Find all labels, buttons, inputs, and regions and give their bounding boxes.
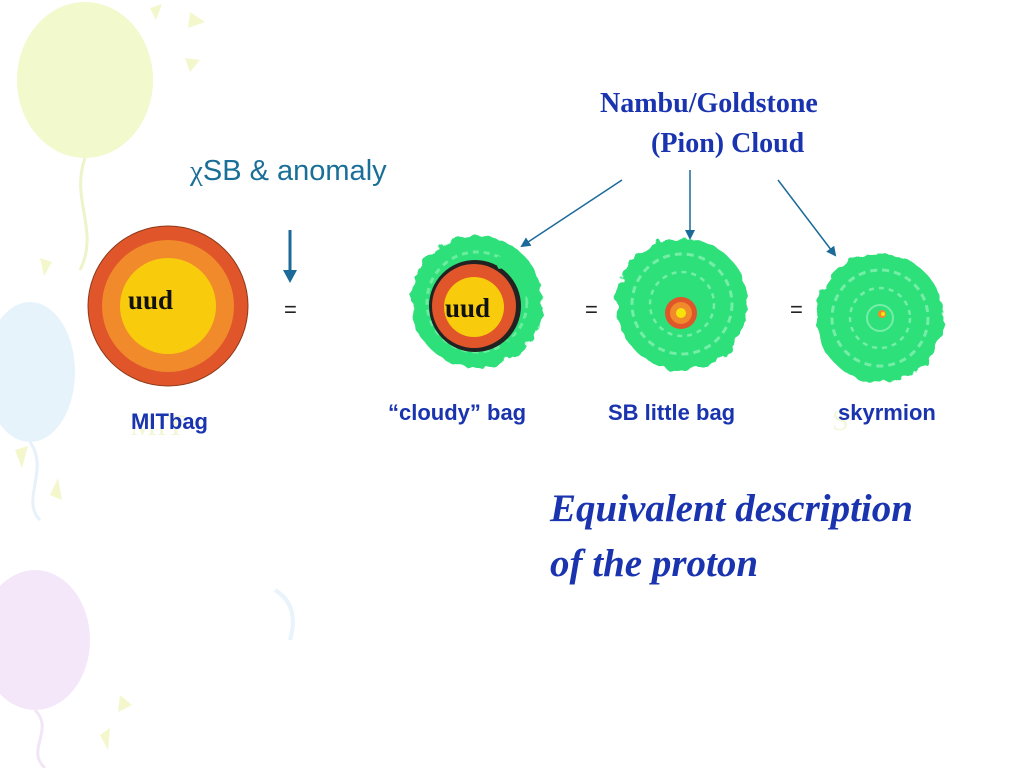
down-arrow-head: [283, 270, 297, 283]
arrow-to-cloudy-bag: [520, 179, 623, 248]
arrow-to-skyrmion: [777, 179, 837, 257]
equals-sign-3: =: [790, 297, 803, 322]
streamer-icon: [273, 588, 295, 641]
mit-bag-label: MITbag: [131, 409, 208, 434]
sb-little-bag: [616, 238, 748, 370]
faint-watermark-text: MIT: [130, 409, 185, 442]
chiral-symmetry-breaking-label: χSB & anomaly: [190, 155, 387, 188]
confetti-icon: [15, 4, 205, 750]
pion-cloud-line1: Nambu/Goldstone: [600, 88, 818, 119]
skyrmion-label: skyrmion: [838, 400, 936, 425]
faint-watermark-text-2: S: [832, 404, 849, 437]
cloudy-bag: [411, 236, 543, 368]
pion-cloud-line2: (Pion) Cloud: [651, 128, 805, 159]
balloon-lilac-icon: [0, 570, 90, 768]
equals-sign-2: =: [585, 297, 598, 322]
cloudy-bag-label: “cloudy” bag: [388, 400, 527, 425]
cloudy-bag-core-label: uud: [445, 293, 491, 323]
conclusion-line1: Equivalent description: [550, 487, 913, 530]
mit-bag: [87, 225, 249, 387]
equals-sign-1: =: [284, 297, 297, 322]
chi-symbol: χ: [190, 155, 203, 187]
balloon-blue-icon: [0, 302, 75, 522]
sb-anomaly-text: SB & anomaly: [202, 155, 387, 187]
balloon-yellow-icon: [17, 2, 153, 271]
conclusion-line2: of the proton: [550, 542, 759, 585]
skyrmion: [816, 254, 944, 382]
mit-bag-core-label: uud: [128, 285, 174, 315]
sb-little-bag-label: SB little bag: [608, 400, 736, 425]
